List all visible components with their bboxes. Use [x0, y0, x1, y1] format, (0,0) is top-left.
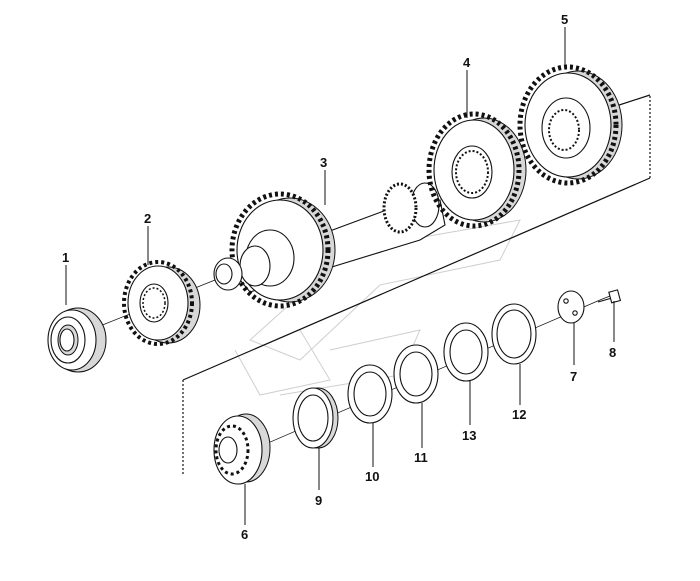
part-7-plate — [557, 290, 585, 324]
part-2-gear — [122, 260, 201, 346]
callout-12: 12 — [512, 407, 526, 422]
callout-11: 11 — [414, 450, 428, 465]
part-3-shaft — [213, 182, 446, 309]
callout-7: 7 — [570, 369, 577, 384]
callout-10: 10 — [365, 469, 379, 484]
callout-2: 2 — [144, 211, 151, 226]
callout-13: 13 — [462, 428, 476, 443]
callout-1: 1 — [62, 250, 69, 265]
callout-5: 5 — [561, 12, 568, 27]
callout-4: 4 — [463, 55, 471, 70]
callout-6: 6 — [241, 527, 248, 542]
part-4-gear — [426, 111, 527, 229]
part-11-washer — [393, 344, 439, 404]
callout-8: 8 — [609, 345, 616, 360]
part-5-gear — [517, 64, 623, 186]
callout-9: 9 — [315, 493, 322, 508]
leader-lines — [65, 27, 615, 525]
part-13-washer — [443, 322, 489, 382]
callout-labels: 1 2 3 4 5 6 9 10 11 13 12 7 8 — [62, 12, 616, 542]
part-10-washer — [347, 364, 393, 424]
part-9-ring — [292, 387, 339, 449]
part-8-bolt — [597, 289, 622, 304]
part-12-shim — [491, 303, 537, 365]
part-1-bearing — [47, 307, 107, 373]
callout-3: 3 — [320, 155, 327, 170]
part-6-bearing — [213, 413, 271, 485]
